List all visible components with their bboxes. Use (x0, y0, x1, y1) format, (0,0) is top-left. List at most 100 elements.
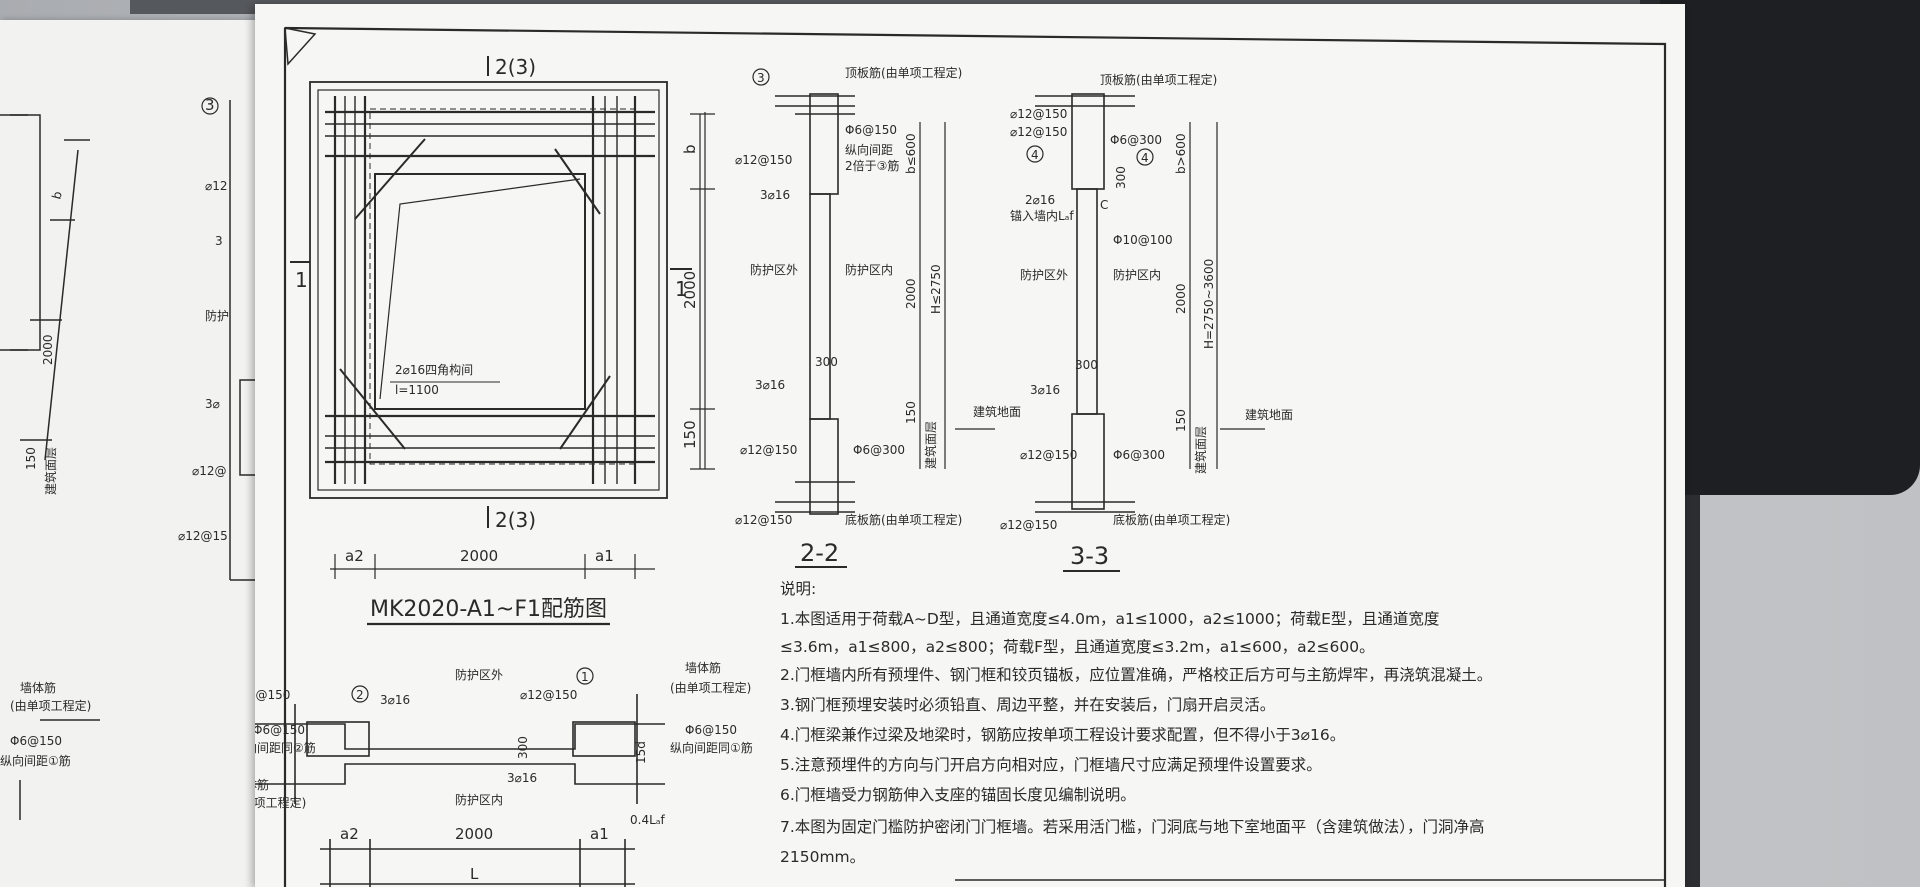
note-line-6: 5.注意预埋件的方向与门开启方向相对应，门框墙尺寸应满足预埋件设置要求。 (780, 755, 1322, 774)
plan-dim-2000-v: 2000 (681, 271, 699, 309)
s33-stirrup-top: Φ6@300 (1110, 133, 1162, 147)
sheet-border (283, 26, 1667, 887)
left-dim-b: b (49, 190, 64, 201)
beam-section-drawing (255, 694, 665, 887)
beam-stirrup-b: Φ6@150 (685, 723, 737, 737)
s33-dim-b600: b>600 (1174, 133, 1188, 174)
beam-stirrup-a: Φ6@150 (255, 723, 305, 737)
plan-section-bottom-mark: 2(3) (495, 508, 536, 532)
note-line-7: 6.门框墙受力钢筋伸入支座的锚固长度见编制说明。 (780, 786, 1136, 804)
s22-width-300: 300 (815, 355, 838, 369)
beam-wall-bar2: 墙体筋 (255, 777, 269, 792)
beam-bar-3-16a: 3⌀16 (380, 693, 410, 707)
beam-dim-lap: 0.4Lₐf (630, 813, 665, 827)
sheet-corner-fold (284, 27, 317, 66)
plan-dim-b: b (681, 144, 699, 154)
s33-title: 3-3 (1070, 542, 1109, 570)
beam-dim-a2: a2 (340, 825, 359, 843)
beam-long-b: 纵向间距同①筋 (670, 740, 753, 755)
s22-inside: 防护区内 (845, 262, 893, 277)
left-floor-face: 建筑面层 (43, 447, 58, 495)
plan-section-right-mark: 1 (675, 277, 688, 301)
s33-bar-3-16: 3⌀16 (1030, 383, 1060, 397)
left-dim-150: 150 (24, 447, 38, 470)
left-long-spacing: 纵向间距①筋 (0, 753, 71, 768)
s22-floor: 建筑地面 (973, 404, 1021, 419)
s22-dim-h: H≤2750 (929, 264, 943, 314)
s33-dim-150: 150 (1174, 409, 1188, 432)
s33-floor: 建筑地面 (1245, 407, 1293, 422)
s33-floor-face: 建筑面层 (1193, 426, 1208, 474)
s22-long-spacing2: 2倍于③筋 (845, 158, 899, 173)
left-bar-label: ⌀12 (205, 179, 228, 193)
plan-title: MK2020-A1~F1配筋图 (370, 597, 607, 622)
s33-bar-12a: ⌀12@150 (1010, 107, 1067, 121)
s22-bar-12: ⌀12@150 (735, 153, 792, 167)
left-num-3: 3 (215, 234, 223, 248)
s22-mark-circle (752, 68, 770, 86)
beam-inside: 防护区内 (455, 792, 503, 807)
section-33-drawing (1035, 93, 1135, 513)
beam-wall-bar-note: (由单项工程定) (670, 680, 751, 695)
s22-title: 2-2 (800, 539, 839, 567)
note-line-9: 2150mm。 (780, 848, 865, 866)
s22-bar-12-bot2: ⌀12@150 (735, 513, 792, 527)
beam-wall-bar2-note: (由单项工程定) (255, 795, 306, 810)
s33-anchor: 锚入墙内Lₐf (1010, 208, 1074, 223)
note-line-5: 4.门框梁兼作过梁及地梁时，钢筋应按单项工程设计要求配置，但不得小于3⌀16。 (780, 725, 1345, 744)
beam-mark1-circle (576, 667, 594, 685)
s33-inside: 防护区内 (1113, 267, 1161, 282)
left-bar-12b: ⌀12@15 (178, 529, 228, 543)
s22-dim-2000: 2000 (904, 278, 918, 309)
s33-c: C (1100, 198, 1108, 212)
s22-dimension-lines (704, 112, 995, 469)
s22-outside: 防护区外 (750, 262, 798, 277)
beam-dim-a1: a1 (590, 825, 609, 843)
beam-mark2-circle (351, 685, 369, 703)
plan-dim-a1: a1 (595, 547, 614, 565)
beam-dim-300: 300 (516, 736, 530, 759)
s22-bar-12-bot: ⌀12@150 (740, 443, 797, 457)
s33-bar-12b: ⌀12@150 (1010, 125, 1067, 139)
s22-dim-b600: b≤600 (904, 133, 918, 174)
beam-dim-15d: 15d (634, 741, 648, 764)
left-drawing-sheet: 3 ⌀12 3 防护 b 2000 150 建筑面层 3⌀ ⌀12@ ⌀12@1… (0, 20, 300, 887)
s22-top-slab: 顶板筋(由单项工程定) (845, 65, 962, 80)
s33-mark4-right-circle (1136, 148, 1154, 166)
note-line-8: 7.本图为固定门槛防护密闭门门框墙。若采用活门槛，门洞底与地下室地面平（含建筑做… (780, 818, 1485, 836)
s22-stirrup-bot: Φ6@300 (853, 443, 905, 457)
s22-stirrup-top: Φ6@150 (845, 123, 897, 137)
plan-callout-length: l=1100 (395, 383, 439, 397)
s33-stirrup-10: Φ10@100 (1113, 233, 1173, 247)
beam-bar-3-16b: 3⌀16 (507, 771, 537, 785)
note-line-1: 1.本图适用于荷载A~D型，且通道宽度≤4.0m，a1≤1000，a2≤1000… (780, 610, 1439, 628)
s33-stirrup-bot: Φ6@300 (1113, 448, 1165, 462)
left-mark-3: 3 (205, 96, 215, 114)
beam-dim-2000: 2000 (455, 825, 493, 843)
beam-outside: 防护区外 (455, 667, 503, 682)
notes-heading: 说明: (780, 580, 816, 598)
s33-bar-2-16: 2⌀16 (1025, 193, 1055, 207)
left-sheet-drawing: 3 ⌀12 3 防护 b 2000 150 建筑面层 3⌀ ⌀12@ ⌀12@1… (0, 96, 300, 820)
s33-outside: 防护区外 (1020, 267, 1068, 282)
s22-dim-150: 150 (904, 401, 918, 424)
plan-callout-bar: 2⌀16四角构间 (395, 362, 473, 377)
s33-width-300b: 300 (1075, 358, 1098, 372)
beam-wall-bar: 墙体筋 (685, 660, 721, 675)
s22-bar-3-16b: 3⌀16 (755, 378, 785, 392)
note-line-2: ≤3.6m，a1≤800，a2≤800；荷载F型，且通道宽度≤3.2m，a1≤6… (780, 638, 1375, 656)
s22-floor-face: 建筑面层 (923, 421, 938, 469)
left-bar-3: 3⌀ (205, 397, 220, 411)
left-dim-2000: 2000 (41, 334, 55, 365)
plan-dim-a2: a2 (345, 547, 364, 565)
left-stirrup: Φ6@150 (10, 734, 62, 748)
s33-bar-12-bot2: ⌀12@150 (1000, 518, 1057, 532)
left-wall-bar: 墙体筋 (20, 680, 56, 695)
s22-mark-3: 3 (757, 71, 765, 85)
beam-long-a: 纵向间距同②筋 (255, 740, 316, 755)
left-label-protect: 防护 (205, 308, 229, 323)
note-line-4: 3.钢门框预埋安装时必须铅直、周边平整，并在安装后，门扇开启灵活。 (780, 696, 1275, 714)
plan-section-left-mark: 1 (295, 268, 308, 292)
s22-bottom-slab: 底板筋(由单项工程定) (845, 512, 962, 527)
plan-dim-2000: 2000 (460, 547, 498, 565)
